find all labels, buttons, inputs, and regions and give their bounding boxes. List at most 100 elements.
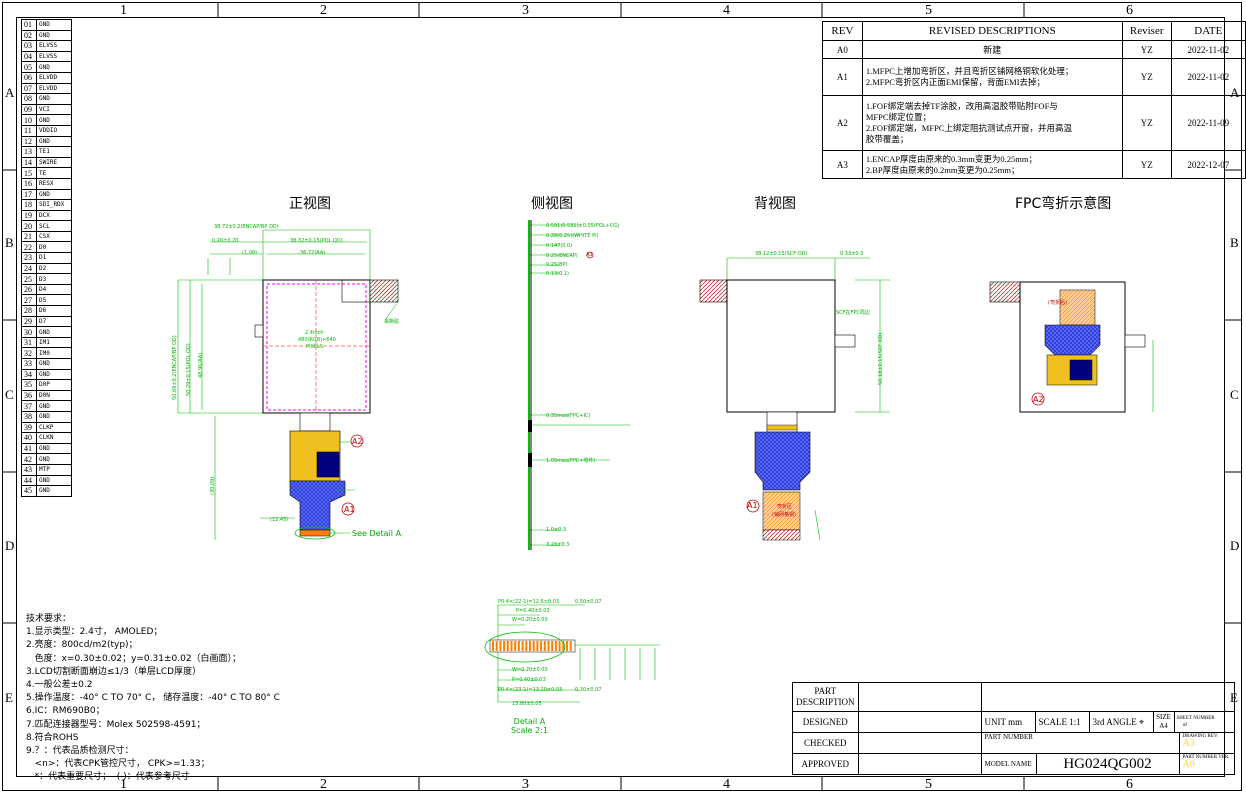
pin-number: 20 bbox=[21, 220, 37, 232]
connector-pad bbox=[562, 641, 565, 651]
note-line: 5.操作温度：-40° C TO 70° C， 储存温度：-40° C TO 8… bbox=[26, 693, 280, 704]
revision-code: A3 bbox=[822, 150, 863, 179]
side-dim-t1: 0.591(0.591)±0.05(POL+CG) bbox=[546, 223, 620, 229]
pin-number: 31 bbox=[21, 336, 37, 349]
back-view-title: 背视图 bbox=[754, 196, 796, 212]
front-a1-marker: A1 bbox=[344, 505, 355, 514]
pin-signal: VCI bbox=[36, 103, 72, 116]
connector-pad bbox=[558, 641, 561, 651]
pin-signal: GND bbox=[36, 474, 72, 487]
row-label: C bbox=[1230, 387, 1239, 402]
pin-signal: D0P bbox=[36, 379, 72, 391]
connector-pad bbox=[492, 641, 494, 651]
tb-sheet-number: SHEET NUMBER bbox=[1176, 716, 1215, 721]
pin-signal: SDI_RDX bbox=[36, 199, 72, 211]
col-label: 3 bbox=[522, 777, 529, 792]
row-label: D bbox=[5, 538, 15, 553]
pin-number: 41 bbox=[21, 442, 37, 455]
revision-line: 1.MFPC上增加弯折区，并且弯折区铺网格铜软化处理； bbox=[865, 66, 1074, 76]
pin-number: 11 bbox=[21, 124, 37, 137]
tb-model-name-label: MODEL NAME bbox=[980, 753, 1037, 775]
detail-a-title: Detail A Scale 2:1 bbox=[511, 717, 548, 735]
pin-number: 28 bbox=[21, 305, 37, 317]
pin-number: 30 bbox=[21, 326, 37, 338]
revision-reviser: YZ bbox=[1121, 150, 1172, 179]
revision-code: A2 bbox=[822, 95, 863, 151]
title-block: PART DESCRIPTION DESIGNED UNIT mm SCALE … bbox=[792, 682, 1235, 775]
pin-signal: D0 bbox=[36, 241, 72, 254]
pin-signal: GND bbox=[36, 442, 72, 455]
detail-dim-b5: 0.30±0.07 bbox=[575, 687, 602, 693]
pin-signal: TE1 bbox=[36, 146, 72, 158]
pin-number: 24 bbox=[21, 262, 37, 275]
detail-dim-t2: P=0.40±0.03 bbox=[516, 608, 550, 614]
pin-number: 09 bbox=[21, 103, 37, 116]
note-line: *：代表重要尺寸； ( )：代表参考尺寸 bbox=[26, 772, 190, 783]
pin-signal: CLKN bbox=[36, 432, 72, 444]
pin-signal: GND bbox=[36, 485, 72, 497]
connector-pad bbox=[532, 641, 535, 651]
tb-size-val: A4 bbox=[1159, 721, 1168, 730]
pin-number: 42 bbox=[21, 453, 37, 465]
tb-unit: UNIT mm bbox=[982, 712, 1036, 732]
back-note: SCF在FPC周边 bbox=[836, 310, 870, 316]
revision-description: 新建 bbox=[861, 40, 1123, 59]
revision-line: 1.ENCAP厚度由原来的0.3mm变更为0.25mm； bbox=[865, 153, 1038, 164]
detail-dim-b1: W=0.20±0.03 bbox=[512, 667, 548, 673]
col-label: 4 bbox=[723, 777, 730, 792]
col-label: 6 bbox=[1126, 3, 1133, 18]
fpc-bend-view-title: FPC弯折示意图 bbox=[1015, 196, 1112, 212]
row-label: C bbox=[5, 387, 14, 402]
pin-number: 06 bbox=[21, 71, 37, 84]
back-view-drawing bbox=[699, 257, 890, 541]
revision-table: REV REVISED DESCRIPTIONS Reviser DATE A0… bbox=[822, 21, 1246, 179]
tb-part-number-ver-label: PART NUMBER VER. bbox=[1182, 755, 1230, 760]
pin-number: 10 bbox=[21, 114, 37, 126]
col-label: 6 bbox=[1126, 777, 1133, 792]
revision-date: 2022-11-02 bbox=[1170, 58, 1246, 96]
pin-number: 39 bbox=[21, 421, 37, 434]
tb-drawing-rev-label: DRAWING REV. bbox=[1182, 734, 1219, 739]
side-dim-t5: 0.25(BP) bbox=[546, 262, 568, 268]
pin-number: 03 bbox=[21, 40, 37, 52]
col-label: 1 bbox=[120, 777, 127, 792]
connector-pad bbox=[495, 641, 498, 651]
side-dim-b2: 3.28±0.3 bbox=[546, 542, 570, 548]
side-a3-marker: A3 bbox=[586, 252, 593, 258]
tb-scale: SCALE 1:1 bbox=[1036, 712, 1090, 732]
pin-signal: MTP bbox=[36, 463, 72, 476]
see-detail-a-label: See Detail A bbox=[352, 529, 402, 538]
tb-size-label: SIZE bbox=[1156, 712, 1171, 721]
pin-signal: D6 bbox=[36, 305, 72, 317]
side-view-title: 侧视图 bbox=[531, 196, 573, 212]
pin-number: 32 bbox=[21, 347, 37, 359]
front-dim-pol: 38.32±0.15(POL OD) bbox=[290, 238, 343, 244]
pin-signal: D4 bbox=[36, 283, 72, 296]
pin-signal: D1 bbox=[36, 252, 72, 264]
front-dim-left-b: (1.00) bbox=[242, 250, 258, 256]
side-dim-t4: 0.25(ENCAP) bbox=[546, 253, 578, 259]
pin-number: 01 bbox=[21, 19, 37, 31]
revision-code: A0 bbox=[822, 40, 863, 59]
revision-line: 胶带覆盖； bbox=[865, 134, 909, 144]
pin-number: 21 bbox=[21, 230, 37, 243]
pin-signal: GND bbox=[36, 29, 72, 42]
fpc-bend-a2-marker: A2 bbox=[1033, 395, 1044, 404]
